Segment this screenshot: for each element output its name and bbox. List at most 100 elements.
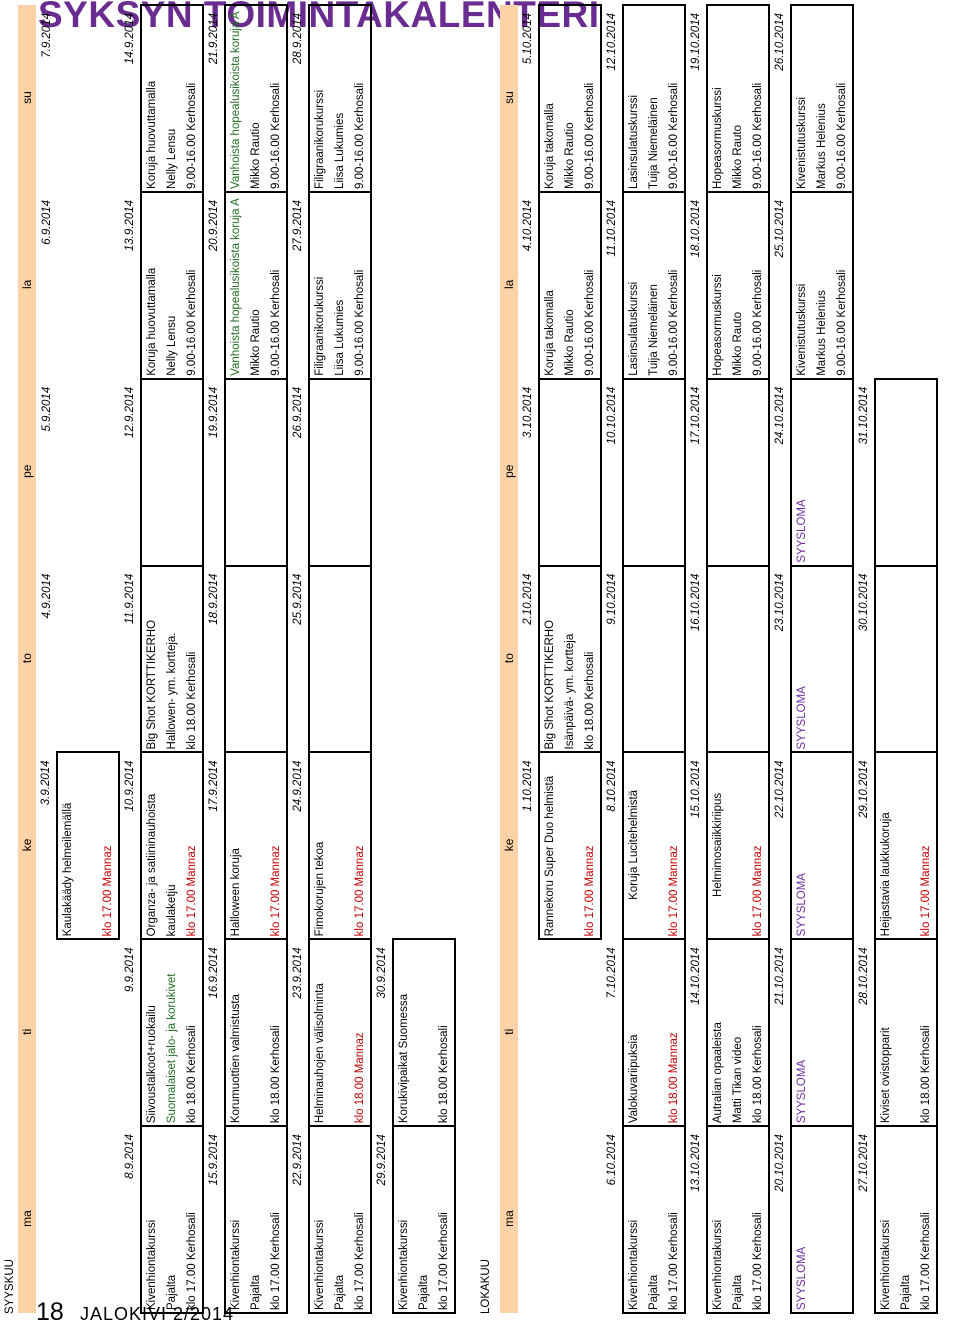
event-line: Helminauhojen välisolminta: [309, 939, 330, 1127]
empty-cell: [875, 192, 896, 379]
event-line: [623, 565, 644, 753]
event-line: 9.00-16.00 Kerhosali: [266, 191, 287, 379]
event-line: Suomalaiset jalo- ja korukivet: [162, 939, 182, 1127]
event-line: Filigraanikorukurssi: [309, 5, 330, 192]
day-header: ti: [18, 939, 36, 1127]
month-label-october: LOKAKUU: [480, 1259, 492, 1314]
event-line: kaulaketju: [162, 752, 182, 940]
event-line: klo 17.00 Mannaz: [266, 752, 287, 940]
empty-cell: [393, 192, 414, 379]
empty-cell: [98, 566, 119, 753]
empty-cell: [414, 5, 434, 192]
date-cell: 15.10.2014: [690, 760, 702, 819]
event-line: Autralian opaaleista: [707, 939, 728, 1127]
event-line: Pajalta: [896, 1126, 916, 1313]
date-cell: 2.10.2014: [522, 573, 534, 625]
event-line: Koruja Lucitehelmistä: [623, 752, 644, 940]
date-cell: 23.9.2014: [292, 947, 304, 999]
event-line: klo 17.00 Kerhosali: [664, 1126, 685, 1313]
event-line: Kivenhiontakurssi: [141, 1126, 162, 1313]
date-cell: [371, 566, 393, 753]
event-line: [832, 378, 853, 566]
event-line: [182, 378, 203, 566]
date-cell: 17.9.2014: [208, 760, 220, 812]
date-cell: 27.9.2014: [292, 199, 304, 252]
event-line: [664, 378, 685, 566]
event-line: klo 17.00 Kerhosali: [916, 1126, 937, 1313]
event-line: Hopeasormuskurssi: [707, 5, 728, 192]
event-line: klo 18.00 Mannaz: [350, 939, 371, 1127]
event-line: Mikko Rautio: [560, 191, 580, 379]
event-line: [812, 752, 832, 940]
empty-cell: [414, 566, 434, 753]
date-cell: 29.9.2014: [376, 1134, 388, 1186]
date-cell: [36, 939, 57, 1126]
date-cell: 20.10.2014: [774, 1134, 786, 1192]
event-line: 9.00-16.00 Kerhosali: [832, 191, 853, 379]
event-line: [580, 378, 601, 566]
date-cell: 21.10.2014: [774, 947, 786, 1005]
event-line: Koruja huovuttamalla: [141, 5, 162, 192]
event-line: klo 18.00 Kerhosali: [580, 565, 601, 753]
event-line: [330, 378, 350, 566]
date-cell: 29.10.2014: [858, 760, 870, 819]
date-cell: 11.10.2014: [606, 199, 618, 257]
empty-cell: [98, 5, 119, 192]
event-line: SYYSLOMA: [791, 1126, 812, 1313]
empty-cell: [78, 566, 98, 753]
event-line: klo 17.00 Kerhosali: [748, 1126, 769, 1313]
event-line: Filigraanikorukurssi: [309, 191, 330, 379]
event-line: [748, 565, 769, 753]
date-cell: 19.9.2014: [208, 386, 220, 438]
date-cell: 12.10.2014: [606, 13, 618, 71]
empty-cell: [57, 566, 78, 753]
date-cell: 3.10.2014: [522, 386, 534, 438]
event-line: Markus Helenius: [812, 5, 832, 192]
event-line: klo 17.00 Mannaz: [748, 752, 769, 940]
event-line: Heijastavia laukkukoruja: [875, 752, 896, 940]
event-line: Kivenhiontakurssi: [393, 1126, 414, 1313]
event-line: Mikko Rautio: [246, 191, 266, 379]
empty-cell: [78, 5, 98, 192]
date-cell: 10.9.2014: [124, 760, 136, 812]
date-cell: 20.9.2014: [208, 199, 220, 252]
event-line: [896, 752, 916, 940]
date-cell: 26.10.2014: [774, 13, 786, 71]
event-line: [350, 378, 371, 566]
event-line: Koruja takomalla: [539, 191, 560, 379]
date-cell: [853, 192, 875, 379]
event-line: 9.00-16.00 Kerhosali: [664, 191, 685, 379]
event-line: Lasinsulatuskurssi: [623, 5, 644, 192]
event-line: 9.00-16.00 Kerhosali: [580, 191, 601, 379]
date-cell: 30.9.2014: [376, 947, 388, 999]
event-line: [246, 939, 266, 1127]
event-line: Lasinsulatuskurssi: [623, 191, 644, 379]
event-line: [414, 939, 434, 1127]
event-line: 9.00-16.00 Kerhosali: [580, 5, 601, 192]
event-line: [350, 565, 371, 753]
empty-cell: [98, 192, 119, 379]
event-line: Mikko Rauto: [728, 191, 748, 379]
event-line: klo 18.00 Kerhosali: [434, 939, 455, 1127]
event-line: Organza- ja satiininauhoista: [141, 752, 162, 940]
date-cell: 27.10.2014: [858, 1134, 870, 1192]
event-line: Liisa Lukumies: [330, 191, 350, 379]
event-line: [309, 565, 330, 753]
empty-cell: [414, 379, 434, 566]
empty-cell: [78, 1126, 98, 1313]
event-line: [832, 939, 853, 1127]
empty-cell: [78, 192, 98, 379]
date-cell: 3.9.2014: [40, 760, 52, 806]
event-line: klo 18.00 Kerhosali: [182, 565, 203, 753]
event-line: 9.00-16.00 Kerhosali: [182, 191, 203, 379]
date-cell: 13.9.2014: [123, 199, 136, 252]
event-line: Kivenhiontakurssi: [707, 1126, 728, 1313]
empty-cell: [57, 379, 78, 566]
event-line: [539, 378, 560, 566]
empty-cell: [393, 379, 414, 566]
date-cell: [371, 5, 393, 192]
event-line: Vanhoista hopealusikoista koruja A: [225, 191, 246, 379]
empty-cell: [560, 1126, 580, 1313]
event-line: [812, 378, 832, 566]
